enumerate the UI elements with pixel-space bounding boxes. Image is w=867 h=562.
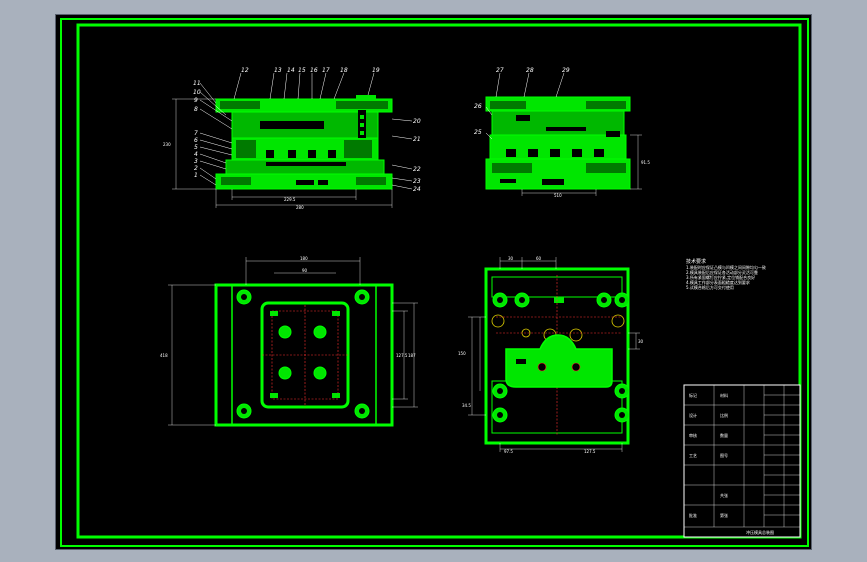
mold-assembly-drawing: 12 13 14 15 16 17 18 19 11 10 9 8 7 6 5 …	[60, 18, 809, 547]
balloon-16: 16	[310, 67, 318, 74]
dim-bottom-top-a: 30	[508, 256, 514, 261]
dim-bottom-right: 30	[638, 339, 644, 344]
technical-notes: 技术要求 1.装配时应保证凸模与凹模之间间隙均匀一致 2.模具装配后应保证各活动…	[686, 259, 796, 291]
balloon-17: 17	[322, 67, 330, 74]
dim-plan-right: 127.5	[396, 353, 408, 358]
note-line-4: 4.模具工作部分表面粗糙度达到要求	[686, 280, 750, 285]
notes-title: 技术要求	[686, 259, 707, 265]
dim-front-inner-width: 229.5	[284, 197, 296, 202]
tb-code-3: 数量	[720, 432, 728, 438]
dim-side-height: 91.5	[641, 160, 650, 165]
tb-drawing-name: 冲压模具总装图	[746, 529, 774, 535]
note-line-2: 2.模具装配后应保证各活动部分灵活可靠	[686, 270, 758, 275]
balloon-27: 27	[496, 67, 504, 74]
note-line-1: 1.装配时应保证凸模与凹模之间间隙均匀一致	[686, 265, 766, 270]
dim-bottom-left-b: 34.5	[462, 403, 471, 408]
dim-bottom-left-a: 150	[458, 351, 466, 356]
tb-label-3: 审核	[689, 432, 697, 438]
tb-label-4: 工艺	[689, 453, 697, 458]
balloon-25: 25	[474, 129, 482, 136]
dim-bottom-b: 127.5	[584, 449, 596, 454]
balloon-26: 26	[474, 103, 482, 110]
side-section-view	[485, 72, 642, 196]
balloon-7: 7	[194, 130, 198, 137]
balloon-14: 14	[287, 67, 295, 74]
note-line-3: 3.所有紧固螺钉应拧紧,定位销配合良好	[686, 275, 756, 280]
dim-bottom-a: 97.5	[504, 449, 513, 454]
tb-code-6: 共张	[720, 492, 728, 498]
balloon-9: 9	[194, 97, 198, 104]
balloon-1: 1	[194, 172, 198, 179]
balloon-28: 28	[526, 67, 534, 74]
dim-front-outer-width: 280	[296, 205, 304, 210]
balloon-4: 4	[194, 151, 198, 158]
title-block	[683, 384, 801, 538]
balloon-10: 10	[193, 89, 201, 96]
dim-bottom-top-b: 60	[536, 256, 542, 261]
balloon-21: 21	[413, 136, 421, 143]
balloon-15: 15	[298, 67, 306, 74]
balloon-13: 13	[274, 67, 282, 74]
balloon-20: 20	[413, 118, 421, 125]
note-line-5: 5.试模合格后方可交付使用	[686, 285, 734, 290]
balloon-18: 18	[340, 67, 348, 74]
dim-plan-left: 418	[160, 353, 168, 358]
tb-code-1: 材料	[720, 392, 728, 398]
tb-code-7: 第张	[720, 512, 728, 518]
tb-label-1: 标记	[689, 392, 697, 398]
tb-label-7: 批准	[689, 512, 697, 518]
balloon-3: 3	[194, 158, 198, 165]
drawing-border-outer	[60, 18, 809, 547]
balloon-2: 2	[194, 165, 198, 172]
balloon-6: 6	[194, 137, 198, 144]
tb-code-4: 图号	[720, 452, 728, 458]
plan-view	[168, 257, 418, 427]
balloon-12: 12	[241, 67, 249, 74]
dim-plan-top: 180	[300, 256, 308, 261]
dim-plan-right2: 187	[408, 353, 416, 358]
front-section-view	[172, 72, 413, 208]
dim-plan-top-inner: 90	[302, 268, 308, 273]
bottom-view	[468, 257, 640, 452]
drawing-canvas: 12 13 14 15 16 17 18 19 11 10 9 8 7 6 5 …	[55, 14, 812, 550]
balloon-29: 29	[562, 67, 570, 74]
balloon-11: 11	[193, 80, 201, 87]
balloon-19: 19	[372, 67, 380, 74]
tb-code-2: 比例	[720, 412, 728, 418]
balloon-22: 22	[413, 166, 421, 173]
balloon-8: 8	[194, 106, 198, 113]
dim-side-width: 510	[554, 193, 562, 198]
balloon-5: 5	[194, 144, 198, 151]
drawing-border-inner	[76, 23, 802, 539]
balloon-23: 23	[413, 178, 421, 185]
dim-front-height: 230	[163, 142, 171, 147]
balloon-24: 24	[413, 186, 421, 193]
tb-label-2: 设计	[689, 412, 697, 418]
